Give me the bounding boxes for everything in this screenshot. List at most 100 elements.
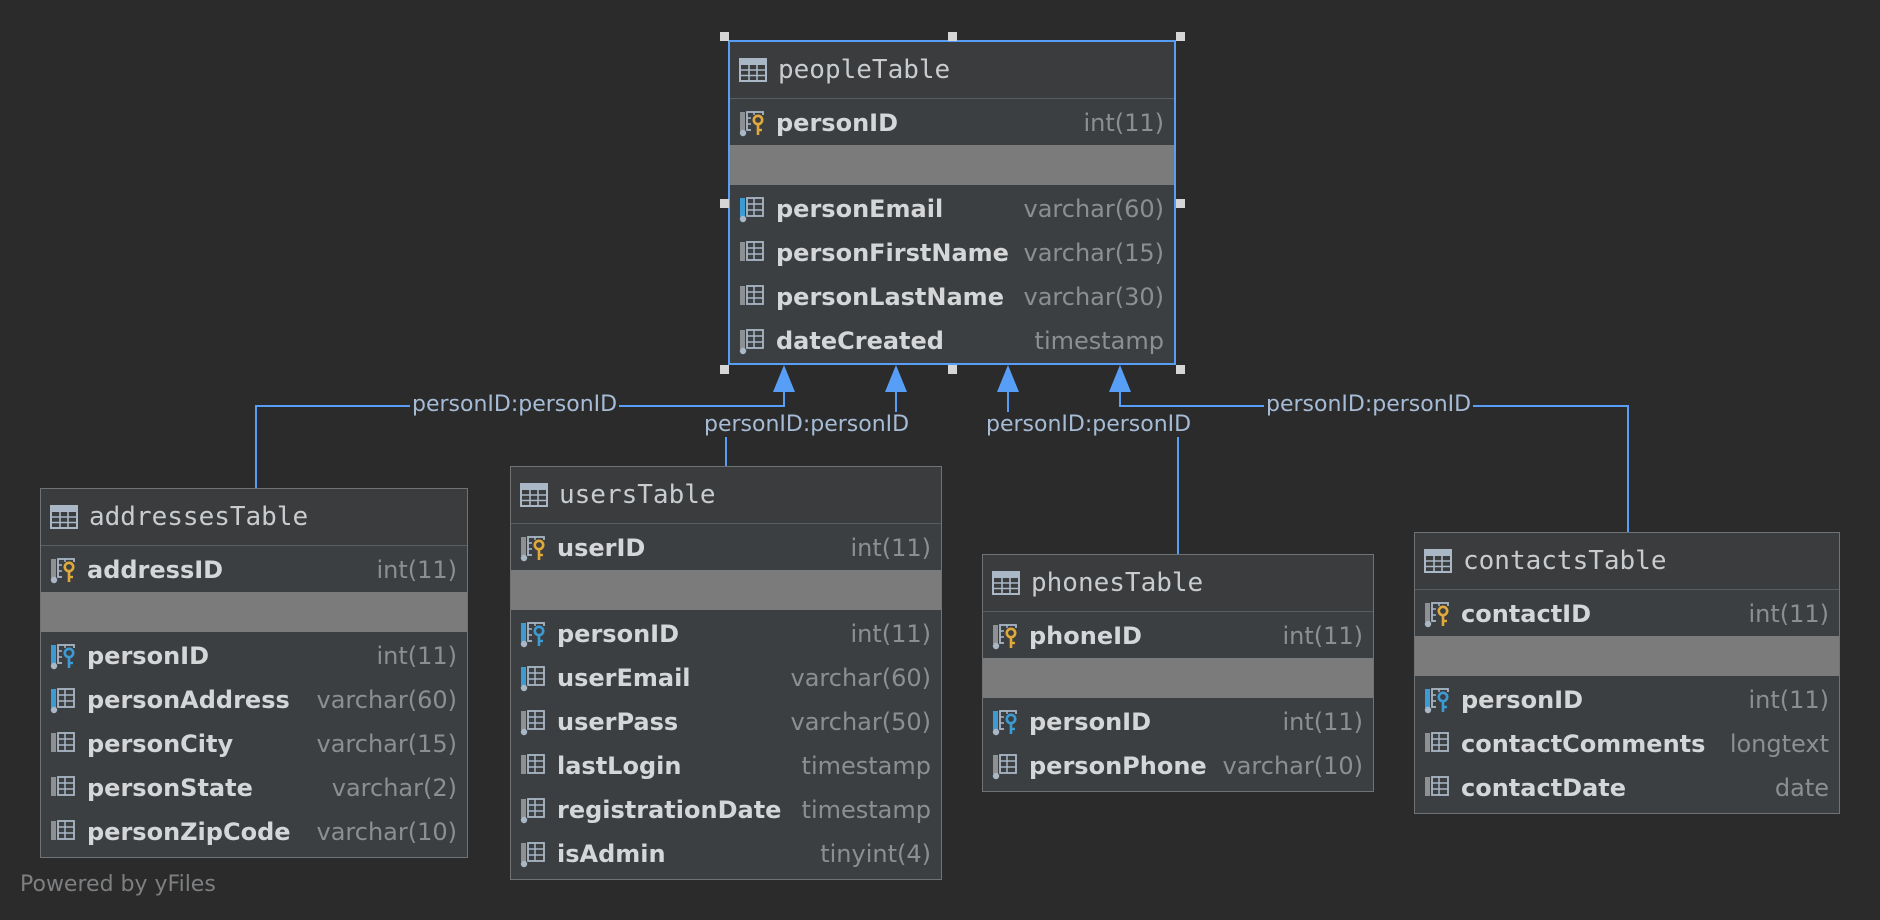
column-type: varchar(60): [790, 664, 932, 692]
column-icon: [740, 241, 764, 261]
column-row-userPass[interactable]: userPass varchar(50): [511, 700, 941, 744]
table-icon: [992, 571, 1020, 595]
pk-separator: [511, 570, 941, 610]
column-icon: [51, 776, 75, 796]
foreign-key-column-icon: [50, 644, 75, 670]
resize-handle[interactable]: [1176, 198, 1185, 208]
column-name: personPhone: [1029, 752, 1207, 780]
column-row-isAdmin[interactable]: isAdmin tinyint(4): [511, 832, 941, 876]
column-not-null-icon: [520, 842, 545, 868]
table-name: usersTable: [559, 480, 716, 510]
column-name: personState: [87, 774, 253, 802]
column-name: contactID: [1461, 600, 1592, 628]
column-type: int(11): [376, 556, 457, 584]
indexed-column-icon: [520, 666, 545, 692]
table-header[interactable]: peopleTable: [730, 42, 1174, 99]
column-name: personID: [1461, 686, 1584, 714]
foreign-key-column-icon: [520, 622, 545, 648]
pk-separator: [730, 145, 1174, 185]
table-name: phonesTable: [1031, 568, 1204, 598]
column-type: timestamp: [801, 796, 931, 824]
resize-handle[interactable]: [948, 365, 957, 374]
edge-arrowhead: [773, 365, 795, 392]
column-icon: [1425, 732, 1449, 752]
indexed-column-icon: [739, 197, 764, 223]
resize-handle[interactable]: [1176, 365, 1185, 374]
column-type: int(11): [1748, 600, 1829, 628]
column-type: varchar(60): [1023, 195, 1165, 223]
column-type: int(11): [1282, 622, 1363, 650]
column-type: tinyint(4): [820, 840, 931, 868]
column-icon: [51, 732, 75, 752]
table-name: addressesTable: [89, 502, 309, 532]
edge-label-contacts: personID:personID: [1264, 392, 1474, 417]
table-header[interactable]: usersTable: [511, 467, 941, 524]
table-header[interactable]: addressesTable: [41, 489, 467, 546]
resize-handle[interactable]: [720, 32, 729, 41]
column-name: personID: [557, 620, 680, 648]
column-type: varchar(2): [331, 774, 457, 802]
pk-separator: [983, 658, 1373, 698]
resize-handle[interactable]: [1176, 32, 1185, 41]
column-name: isAdmin: [557, 840, 666, 868]
column-row-addressID[interactable]: addressID int(11): [41, 548, 467, 592]
column-name: phoneID: [1029, 622, 1142, 650]
column-type: int(11): [376, 642, 457, 670]
primary-key-column-icon: [992, 624, 1017, 650]
column-row-userEmail[interactable]: userEmail varchar(60): [511, 656, 941, 700]
column-name: personCity: [87, 730, 234, 758]
column-row-phoneID[interactable]: phoneID int(11): [983, 614, 1373, 658]
column-name: dateCreated: [776, 327, 944, 355]
table-header[interactable]: contactsTable: [1415, 533, 1839, 590]
column-type: int(11): [1282, 708, 1363, 736]
column-name: addressID: [87, 556, 224, 584]
column-name: personFirstName: [776, 239, 1009, 267]
resize-handle[interactable]: [948, 32, 957, 41]
primary-key-column-icon: [520, 536, 545, 562]
resize-handle[interactable]: [720, 365, 729, 374]
primary-key-column-icon: [1424, 602, 1449, 628]
edge-arrowhead: [1109, 365, 1131, 392]
resize-handle[interactable]: [720, 198, 729, 208]
table-icon: [50, 505, 78, 529]
table-header[interactable]: phonesTable: [983, 555, 1373, 612]
column-row-personState[interactable]: personState varchar(2): [41, 766, 467, 810]
column-row-contactID[interactable]: contactID int(11): [1415, 592, 1839, 636]
column-icon: [521, 754, 545, 774]
column-name: userEmail: [557, 664, 691, 692]
foreign-key-column-icon: [992, 710, 1017, 736]
column-type: timestamp: [1034, 327, 1164, 355]
column-not-null-icon: [520, 798, 545, 824]
column-name: userPass: [557, 708, 679, 736]
column-type: varchar(50): [790, 708, 932, 736]
column-icon: [1425, 776, 1449, 796]
powered-by-label: Powered by yFiles: [20, 872, 216, 897]
column-type: longtext: [1729, 730, 1829, 758]
edge-label-users: personID:personID: [702, 412, 912, 437]
column-type: date: [1774, 774, 1829, 802]
column-not-null-icon: [520, 710, 545, 736]
column-row-dateCreated[interactable]: dateCreated timestamp: [730, 319, 1174, 363]
